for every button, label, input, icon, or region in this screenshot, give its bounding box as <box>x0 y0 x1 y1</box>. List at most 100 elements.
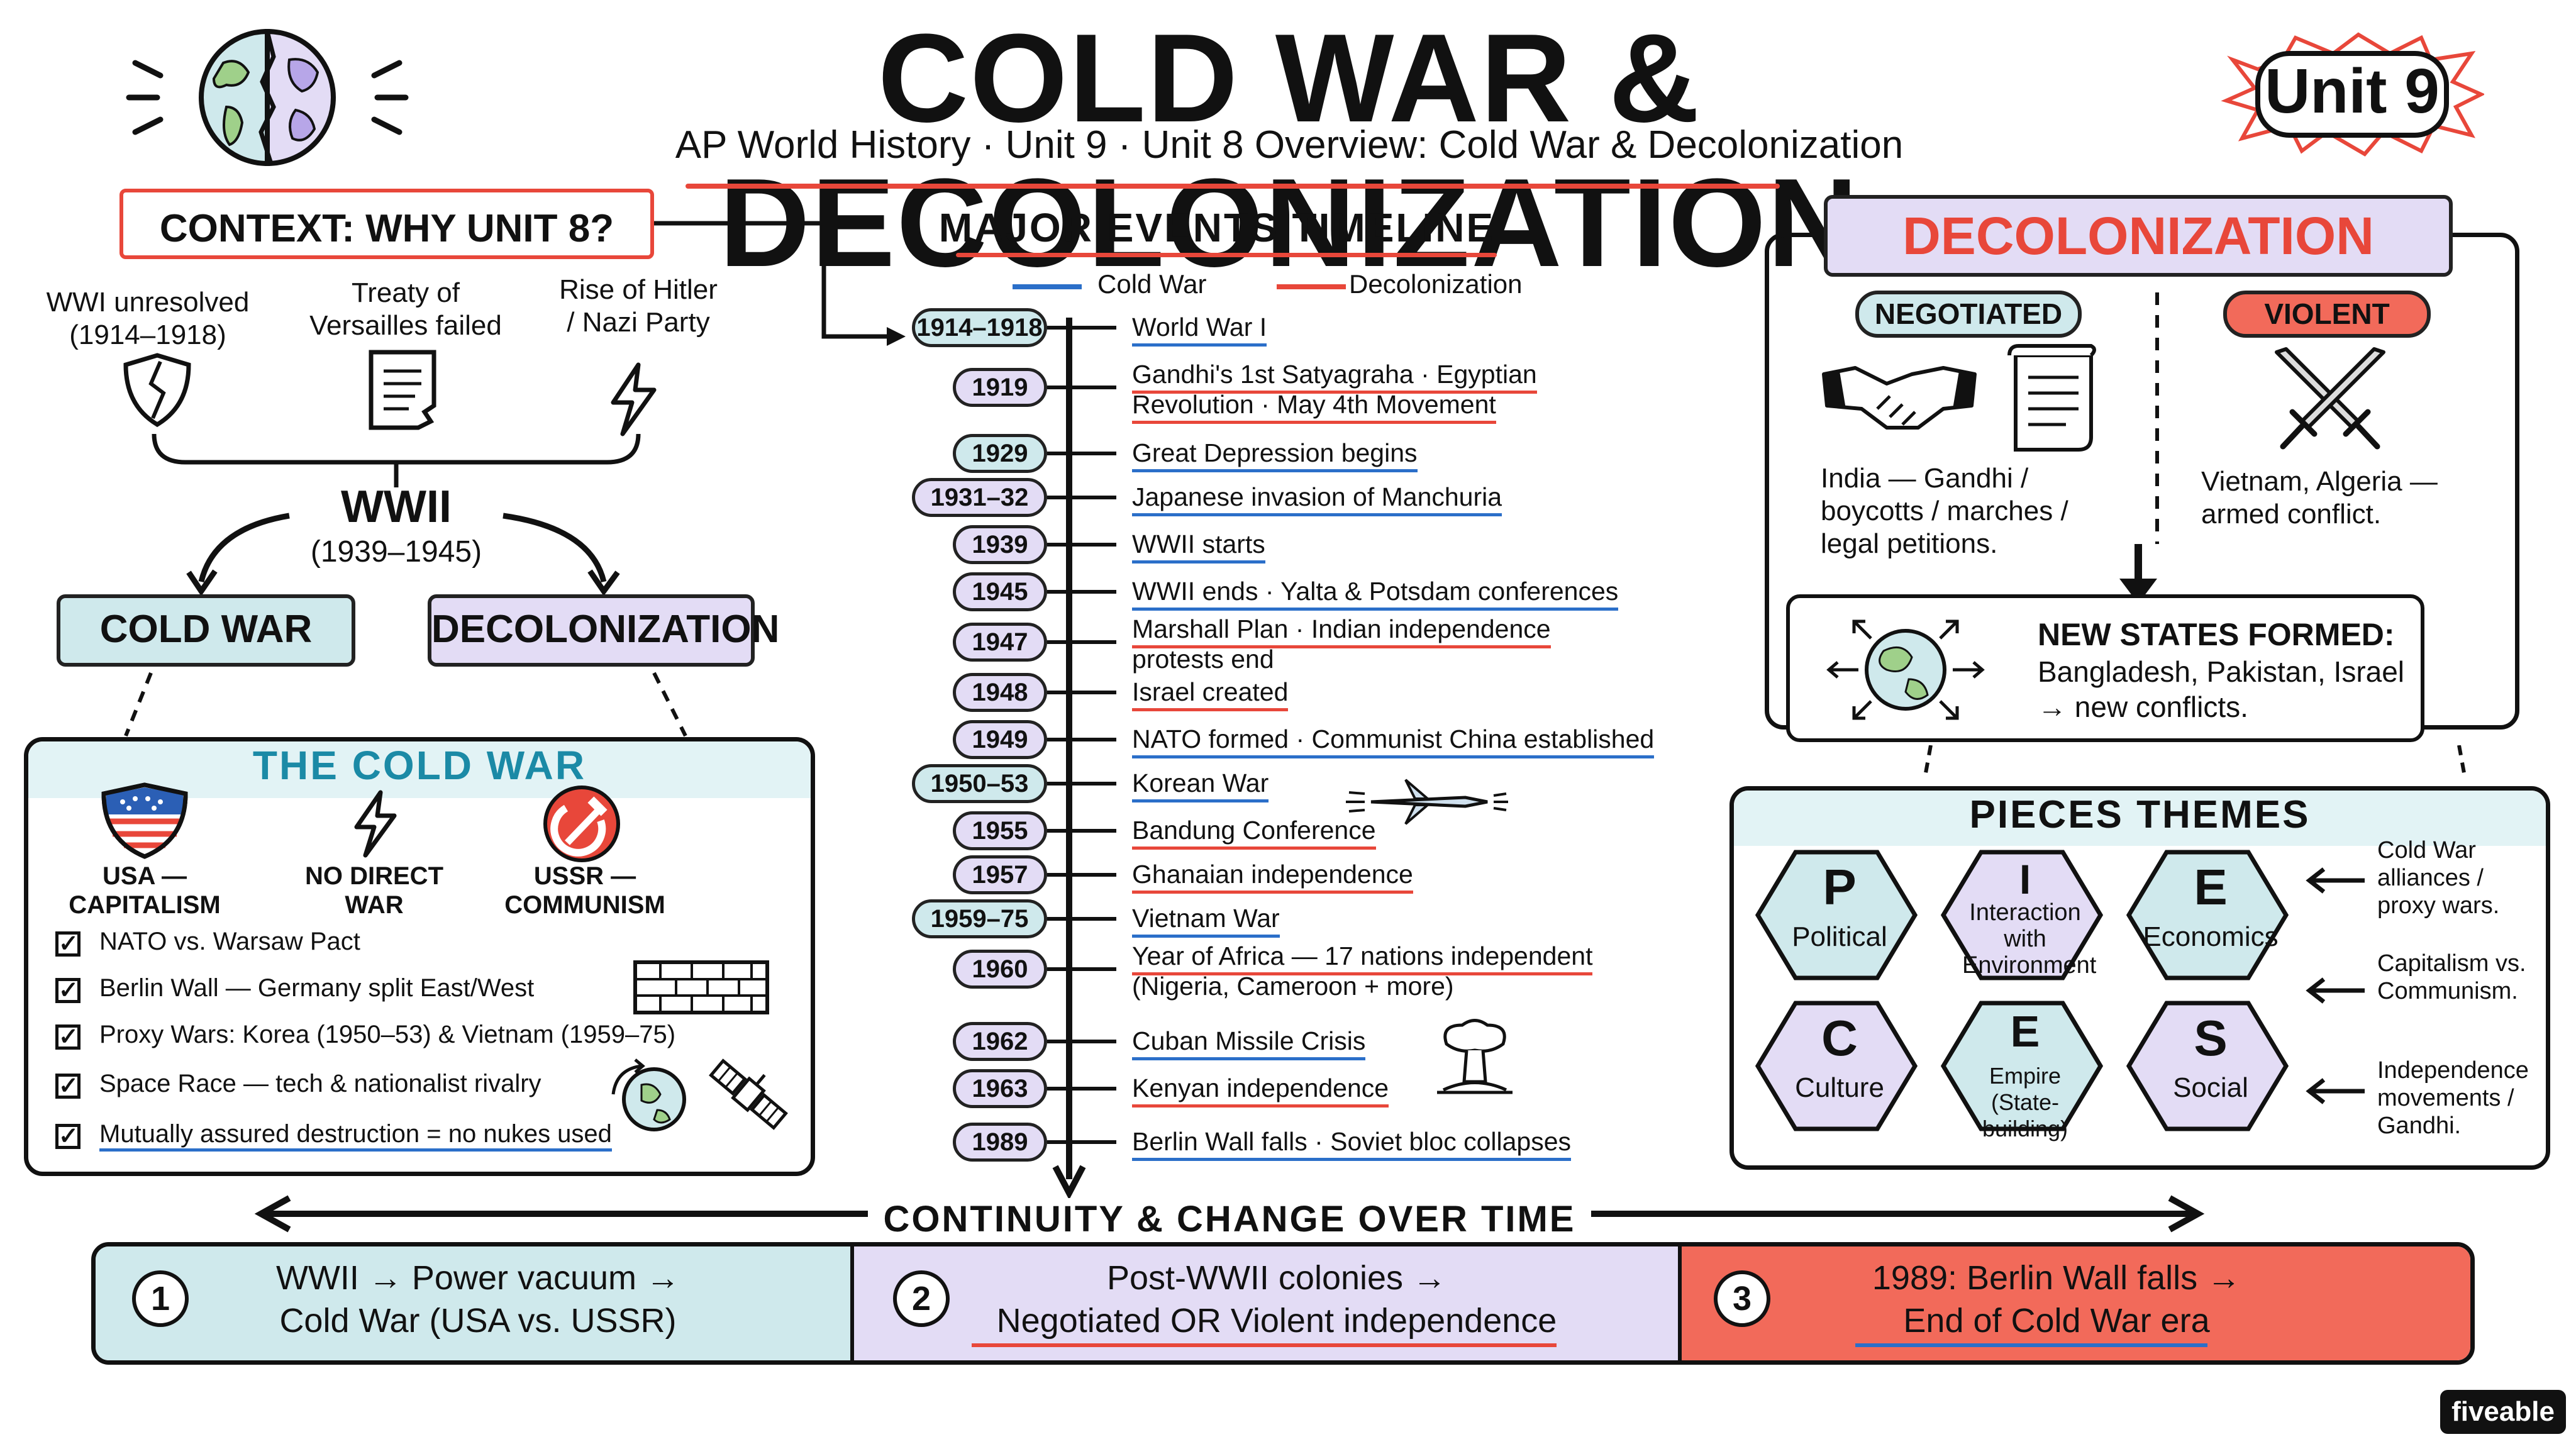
cause-versailles: Treaty of Versailles failed <box>309 277 502 341</box>
timeline-year: 1929 <box>953 434 1047 473</box>
wwii-years: (1939–1945) <box>310 535 482 569</box>
timeline-event-text: Marshall Plan · Indian independence <box>1132 614 1551 648</box>
hex-letter-p: P <box>1823 859 1857 915</box>
timeline-event-text: Great Depression begins <box>1132 438 1418 472</box>
lightning-icon <box>354 790 397 858</box>
pieces-panel-header-bg <box>1734 791 2546 846</box>
timeline-year: 1931–32 <box>912 478 1047 517</box>
timeline-tick <box>1047 543 1116 547</box>
timeline-tick <box>1047 496 1116 499</box>
ccot-num-2: 2 <box>893 1270 950 1327</box>
checklist-item: ✓ NATO vs. Warsaw Pact <box>55 928 747 972</box>
checkbox-checked-icon: ✓ <box>55 1124 80 1149</box>
context-header: CONTEXT: WHY UNIT 8? <box>119 189 654 259</box>
cause-hitler: Rise of Hitler / Nazi Party <box>559 274 718 338</box>
negotiated-label: NEGOTIATED <box>1855 291 2082 338</box>
ccot-cell-2 <box>854 1246 1682 1360</box>
torn-document-icon <box>369 350 436 430</box>
wwii-title: WWII <box>341 482 452 532</box>
cracked-shield-icon <box>123 353 191 428</box>
unit-badge: Unit 9 <box>2220 31 2484 157</box>
legend-decolonization-swatch <box>1277 284 1346 289</box>
hex-name-empire: Empire (State-building) <box>1982 1063 2068 1141</box>
pieces-note-3: Independence movements / Gandhi. <box>2377 1057 2529 1139</box>
pieces-note-arrows <box>2306 867 2365 1104</box>
timeline-year: 1959–75 <box>912 899 1047 938</box>
ccot-cell-1 <box>96 1246 854 1360</box>
timeline-tick <box>1047 452 1116 455</box>
cause-wwi: WWI unresolved (1914–1918) <box>46 287 250 350</box>
us-shield-icon <box>101 782 188 859</box>
hex-name-economics: Economics <box>2143 921 2279 952</box>
hex-political <box>1755 850 1918 980</box>
timeline-year: 1948 <box>953 673 1047 712</box>
timeline-year: 1945 <box>953 572 1047 611</box>
ccot-num-1: 1 <box>132 1270 189 1327</box>
page-title: COLD WAR & DECOLONIZATION <box>719 8 1860 293</box>
timeline-year: 1963 <box>953 1069 1047 1108</box>
timeline-axis <box>1052 318 1086 1198</box>
timeline-tick <box>1047 873 1116 877</box>
checklist-text: Berlin Wall — Germany split East/West <box>99 974 535 1002</box>
timeline-year: 1939 <box>953 525 1047 564</box>
branch-decolonization: DECOLONIZATION <box>428 594 779 667</box>
legend-cold-war: Cold War <box>1097 269 1207 299</box>
timeline-tick <box>1047 1140 1116 1144</box>
timeline-year: 1947 <box>953 623 1047 662</box>
checklist-item: ✓ Mutually assured destruction = no nuke… <box>55 1120 747 1164</box>
timeline-title-underline <box>956 253 1497 257</box>
pieces-hexagons <box>1755 850 2289 1131</box>
timeline-tick <box>1047 782 1116 786</box>
timeline-event-text: Gandhi's 1st Satyagraha · Egyptian <box>1132 359 1537 394</box>
subtitle-underline <box>686 184 1780 189</box>
ccot-cell-3 <box>1682 1246 2470 1360</box>
timeline-tick <box>1047 1040 1116 1043</box>
timeline-event-text: Kenyan independence <box>1132 1073 1389 1108</box>
globe-arrows-icon <box>1826 619 1985 720</box>
violent-label: VIOLENT <box>2223 291 2431 338</box>
timeline-event-text: Vietnam War <box>1132 903 1280 938</box>
timeline-event-text: Israel created <box>1132 677 1289 711</box>
timeline-tick <box>1047 640 1116 644</box>
fighter-jet-icon <box>1346 779 1508 825</box>
violent-text: Vietnam, Algeria — armed conflict. <box>2201 466 2438 530</box>
globe-icon <box>126 28 409 167</box>
hex-letter-e2: E <box>2010 1007 2040 1056</box>
checklist-text: NATO vs. Warsaw Pact <box>99 928 360 955</box>
handshake-icon <box>1822 366 1977 430</box>
timeline-year: 1957 <box>953 855 1047 894</box>
new-states-text: Bangladesh, Pakistan, Israel → new confl… <box>2038 655 2405 723</box>
ccot-double-arrow <box>254 1195 2205 1233</box>
timeline-event-text: protests end <box>1132 645 1274 674</box>
legend-decolonization: Decolonization <box>1349 269 1523 299</box>
timeline-year: 1955 <box>953 811 1047 850</box>
checkbox-checked-icon: ✓ <box>55 1074 80 1099</box>
timeline-tick <box>1047 386 1116 389</box>
satellite-icon <box>709 1058 788 1130</box>
timeline-event-text: Bandung Conference <box>1132 815 1376 850</box>
hex-letter-s: S <box>2194 1010 2228 1066</box>
timeline-event-text: (Nigeria, Cameroon + more) <box>1132 972 1454 1001</box>
timeline-tick <box>1047 590 1116 594</box>
timeline-event-text: WWII starts <box>1132 529 1265 564</box>
pieces-note-1: Cold War alliances / proxy wars. <box>2377 837 2500 919</box>
negotiated-text: India — Gandhi / boycotts / marches / le… <box>1821 463 2068 559</box>
ccot-3-line1: 1989: Berlin Wall falls → <box>1872 1259 2241 1297</box>
timeline-event-text: Revolution · May 4th Movement <box>1132 389 1496 424</box>
ccot-2-line1: Post-WWII colonies → <box>1106 1259 1447 1297</box>
new-states-title: NEW STATES FORMED: <box>2038 617 2395 652</box>
mushroom-cloud-icon <box>1437 1019 1513 1094</box>
divider-dashed <box>2155 292 2159 544</box>
ccot-num-3: 3 <box>1714 1270 1770 1327</box>
earth-orbit-icon <box>611 1058 686 1131</box>
context-title: CONTEXT: WHY UNIT 8? <box>159 207 614 250</box>
side-ussr: USSR — COMMUNISM <box>504 862 665 919</box>
side-usa: USA — CAPITALISM <box>69 862 221 919</box>
timeline-event-text: WWII ends · Yalta & Potsdam conferences <box>1132 576 1619 611</box>
brick-wall-icon <box>633 960 769 1014</box>
timeline-event-text: Year of Africa — 17 nations independent <box>1132 941 1593 975</box>
ccot-1-line1: WWII → Power vacuum → <box>275 1259 680 1297</box>
scroll-document-icon <box>2007 344 2096 452</box>
checklist-text: Space Race — tech & nationalist rivalry <box>99 1070 541 1097</box>
page-subtitle: AP World History · Unit 9 · Unit 8 Overv… <box>675 123 1904 167</box>
